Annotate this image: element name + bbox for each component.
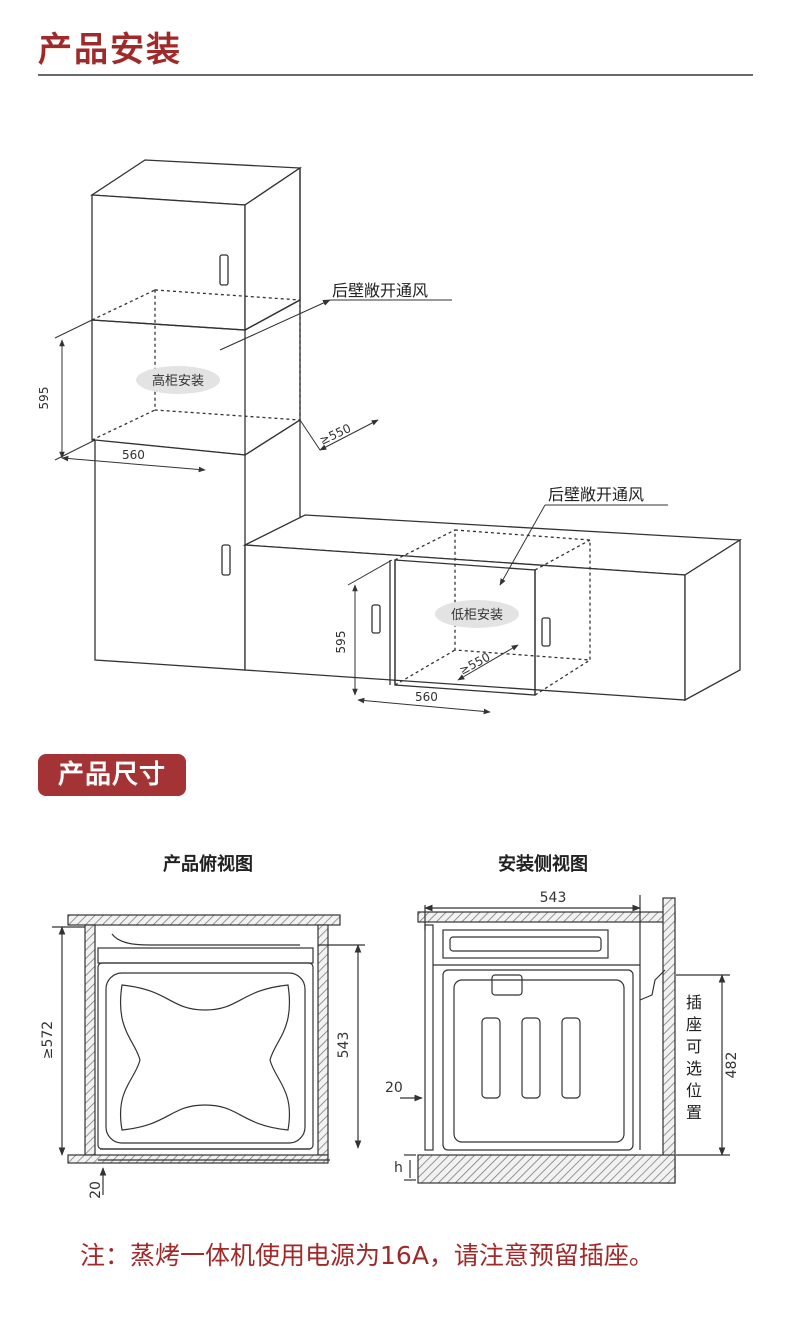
side-view-top-dim: 543 [540,890,567,906]
title-divider [38,74,753,76]
socket-label: 插 座 可 选 位 置 [686,993,702,1122]
top-view-title: 产品俯视图 [163,853,253,875]
top-view-depth-dim: ≥572 [40,1021,56,1059]
top-view-drawing [52,914,365,1195]
side-view-title: 安装侧视图 [498,853,588,875]
power-note: 注：蒸烤一体机使用电源为16A，请注意预留插座。 [80,1241,654,1270]
svg-text:置: 置 [686,1103,702,1122]
side-view-height-dim: 482 [724,1052,740,1079]
svg-text:座: 座 [686,1015,702,1034]
section-title-dimensions: 产品尺寸 [38,754,186,796]
low-width-dim: 560 [415,690,438,704]
tall-label-badge [136,366,220,394]
tall-vent-label: 后壁敞开通风 [332,281,428,300]
low-height-dim: 595 [334,631,348,654]
svg-text:选: 选 [686,1059,702,1078]
low-dimensions [347,504,668,715]
tall-height-dim: 595 [37,387,51,410]
top-view-height-dim: 543 [336,1032,352,1059]
side-view-left-dim: 20 [385,1080,403,1096]
svg-text:可: 可 [686,1037,702,1056]
svg-text:位: 位 [686,1081,702,1100]
tall-dimensions [54,299,452,473]
section-title-install: 产品安装 [38,30,182,70]
svg-text:插: 插 [686,993,702,1012]
tall-depth-dim: ≥550 [317,421,353,448]
tall-cabinet [90,159,302,671]
low-vent-label: 后壁敞开通风 [548,485,644,504]
tall-width-dim: 560 [122,448,145,462]
side-view-drawing [400,895,730,1184]
low-label-badge [435,600,519,628]
low-cabinet-label: 低柜安装 [451,608,503,623]
tall-cabinet-label: 高柜安装 [152,373,204,389]
top-view-bottom-dim: 20 [88,1181,104,1199]
side-view-h-label: h [394,1160,403,1176]
